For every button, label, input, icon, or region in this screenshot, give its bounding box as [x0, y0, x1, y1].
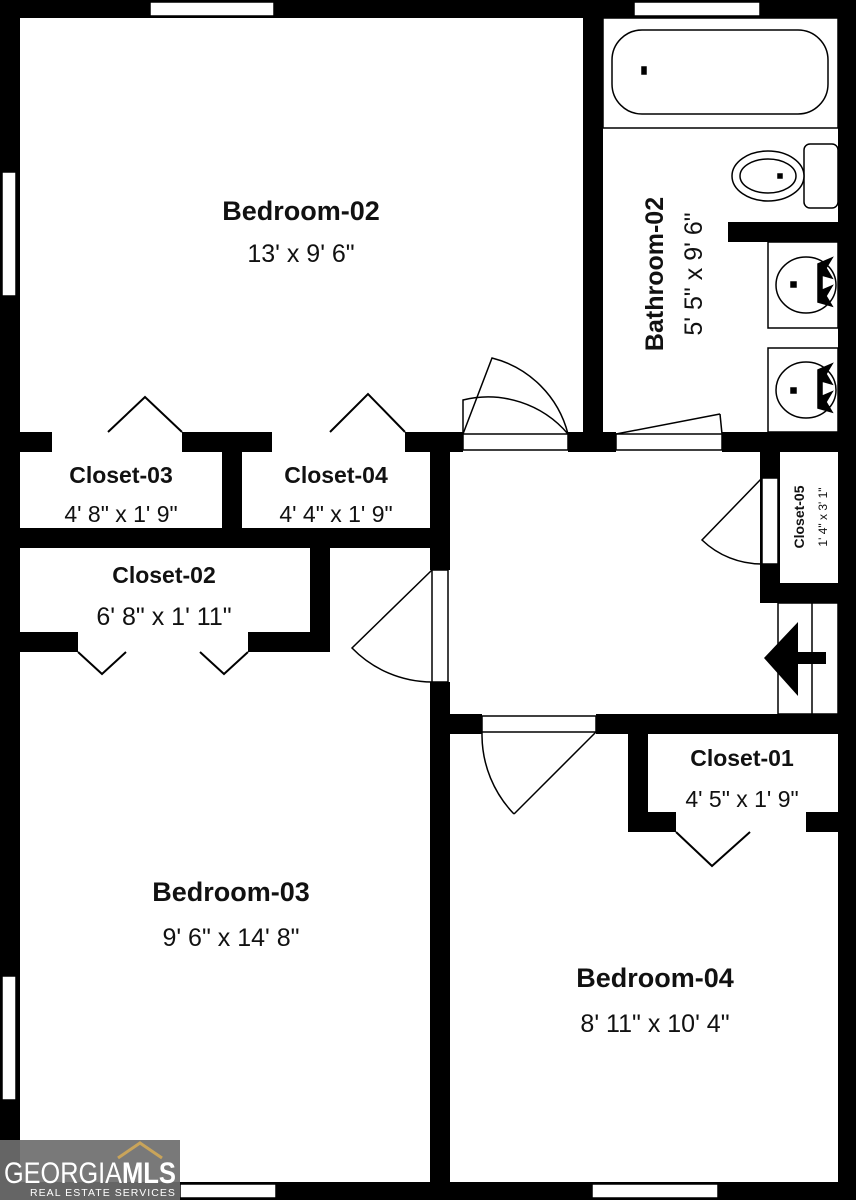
room-dims-closet-05: 1' 4" x 3' 1" [816, 487, 830, 546]
door-closet-01 [675, 831, 751, 868]
wall-hall-left-upper [430, 432, 450, 570]
window [591, 1183, 719, 1199]
window [149, 1, 275, 17]
room-dims-closet-02: 6' 8" x 1' 11" [96, 603, 231, 631]
wall-bed4-top-a [430, 714, 482, 734]
wall-hall-left-lower [430, 682, 450, 1200]
wall-closet01-left [628, 714, 648, 830]
sink-upper [767, 241, 839, 329]
room-name-bedroom-03: Bedroom-03 [152, 877, 310, 907]
door-closet-03 [107, 395, 183, 433]
room-dims-bedroom-04: 8' 11" x 10' 4" [580, 1010, 729, 1038]
room-name-closet-02: Closet-02 [112, 562, 216, 588]
room-name-closet-01: Closet-01 [690, 745, 794, 771]
sink-lower [767, 347, 839, 433]
labels: Bedroom-02 13' x 9' 6" Bathroom-02 5' 5"… [64, 196, 830, 1038]
wall-closets-bottom [0, 528, 450, 548]
window [179, 1183, 277, 1199]
room-dims-bedroom-02: 13' x 9' 6" [247, 240, 354, 268]
wall-closet02-right [310, 528, 330, 650]
wall-closet01-bottom-a [628, 812, 676, 832]
wall-closet02-bottom-a [0, 632, 78, 652]
georgiamls-logo: GEORGIA MLS REAL ESTATE SERVICES [0, 1140, 180, 1200]
wall-left [0, 0, 20, 1200]
door-bathroom-02 [615, 413, 723, 451]
wall-bed4-top-b [596, 714, 856, 734]
wall-closet-divider [222, 432, 242, 542]
room-name-closet-03: Closet-03 [69, 462, 173, 488]
room-name-closet-05: Closet-05 [791, 485, 807, 548]
window [1, 171, 17, 297]
logo-text-main-right: MLS [122, 1157, 176, 1190]
wall-bath-partition [728, 222, 856, 242]
window [1, 975, 17, 1101]
door-closet-02-a [77, 651, 127, 676]
logo-text-sub: REAL ESTATE SERVICES [30, 1188, 176, 1199]
room-name-bedroom-02: Bedroom-02 [222, 196, 380, 226]
room-dims-closet-04: 4' 4" x 1' 9" [279, 501, 392, 527]
window [633, 1, 761, 17]
door-bedroom-04 [481, 715, 597, 815]
wall-bed2-bottom-a [0, 432, 52, 452]
door-bedroom-02 [462, 357, 569, 451]
door-bedroom-03 [350, 569, 449, 683]
wall-closet05-bottom [760, 583, 856, 603]
door-closet-04 [329, 392, 406, 433]
bathtub-basin [611, 29, 829, 115]
wall-bed2-bottom-e [722, 432, 856, 452]
room-name-bedroom-04: Bedroom-04 [576, 963, 734, 993]
wall-closet01-bottom-b [806, 812, 856, 832]
room-name-bathroom-02: Bathroom-02 [641, 197, 669, 351]
door-closet-02-b [199, 651, 249, 676]
room-dims-closet-01: 4' 5" x 1' 9" [685, 786, 798, 812]
wall-bath-left [583, 0, 603, 440]
room-dims-bedroom-03: 9' 6" x 14' 8" [162, 924, 299, 952]
bathtub-drain [641, 66, 647, 75]
doors [77, 357, 779, 868]
arrow-left-icon [764, 622, 826, 696]
door-closet-05 [700, 477, 779, 565]
stairs [764, 602, 839, 715]
windows [1, 1, 761, 1199]
room-dims-closet-03: 4' 8" x 1' 9" [64, 501, 177, 527]
toilet [731, 143, 839, 209]
room-dims-bathroom-02: 5' 5" x 9' 6" [680, 212, 708, 335]
room-name-closet-04: Closet-04 [284, 462, 388, 488]
bathroom-fixtures [602, 17, 839, 433]
wall-closet02-bottom-b [248, 632, 330, 652]
logo-text-main-left: GEORGIA [4, 1157, 122, 1190]
wall-bed2-bottom-d [568, 432, 616, 452]
